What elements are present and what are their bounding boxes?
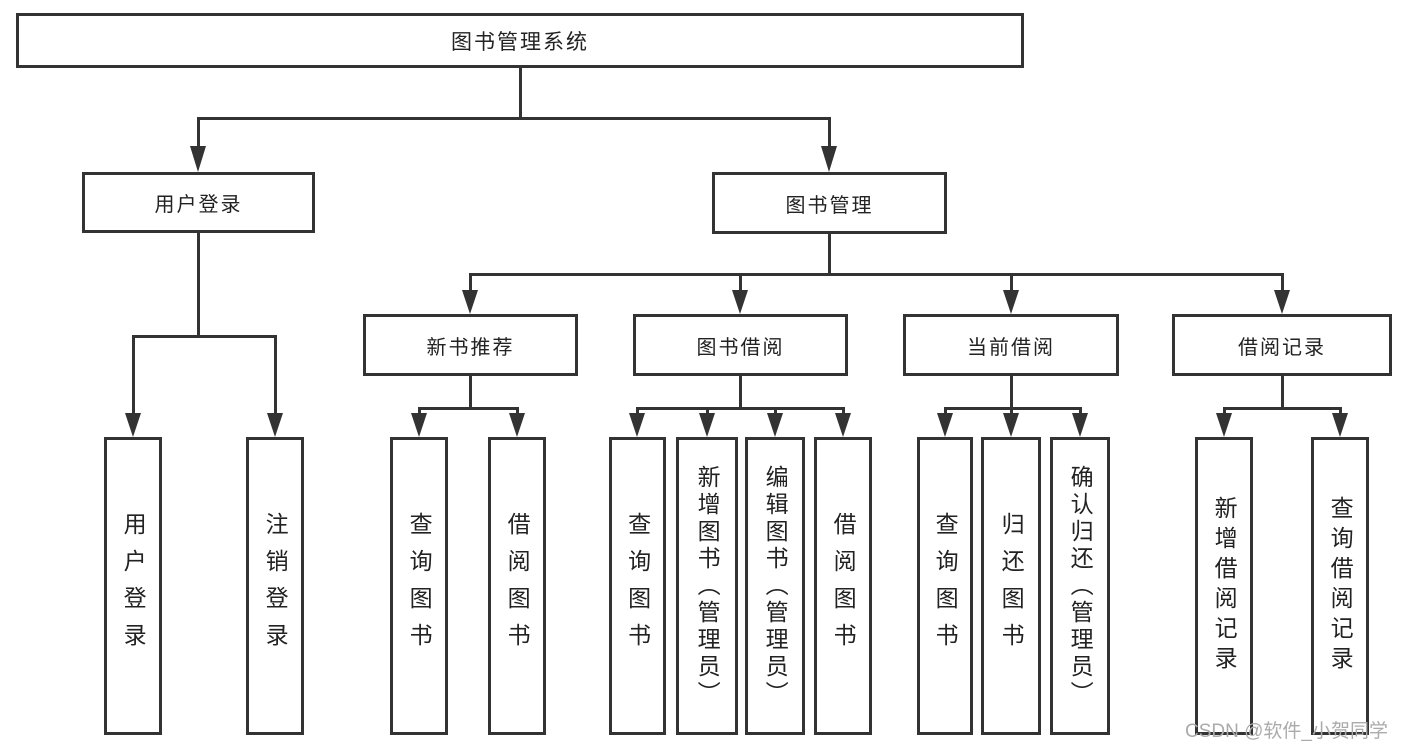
- arrow-to-leaf: [1332, 413, 1348, 437]
- arrow-to-new-book: [462, 290, 478, 314]
- arrow-to-leaf: [629, 413, 645, 437]
- arrow-to-user-login: [190, 146, 206, 172]
- connector-leaf-drop: [944, 407, 947, 415]
- connector-leaf-drop: [516, 407, 519, 415]
- connector-root-stem: [519, 66, 522, 119]
- leaf-label: 新增图书（管理员）: [694, 464, 721, 708]
- connector-drop-logout-leaf: [274, 335, 277, 415]
- leaf-edit-book-admin: 编辑图书（管理员）: [745, 437, 805, 735]
- leaf-query-books-current: 查询图书: [917, 437, 973, 735]
- leaf-label: 归还图书: [998, 512, 1025, 660]
- leaf-label: 借阅图书: [504, 512, 531, 660]
- leaf-label: 查询图书: [932, 512, 959, 660]
- connector-drop-login-leaf: [132, 335, 135, 415]
- arrow-to-leaf: [835, 413, 851, 437]
- leaf-label: 查询图书: [406, 512, 433, 660]
- arrow-to-leaf: [1072, 413, 1088, 437]
- node-user-login: 用户登录: [82, 172, 315, 233]
- arrow-to-leaf: [411, 413, 427, 437]
- connector-drop-borrow-records: [1281, 273, 1284, 293]
- connector-drop-book-borrow: [739, 273, 742, 293]
- node-new-book-recommendation: 新书推荐: [363, 314, 578, 376]
- connector-leaf-drop: [842, 407, 845, 415]
- arrow-to-book-borrow: [732, 290, 748, 314]
- connector-borrow-records-branch: [1223, 407, 1342, 410]
- leaf-label: 新增借阅记录: [1211, 496, 1238, 676]
- leaf-borrow-books: 借阅图书: [814, 437, 872, 735]
- connector-new-book-branch: [418, 407, 519, 410]
- arrow-to-leaf: [937, 413, 953, 437]
- connector-user-login-stem: [197, 231, 200, 335]
- node-book-management: 图书管理: [712, 172, 947, 234]
- leaf-label: 查询借阅记录: [1327, 496, 1354, 676]
- leaf-add-book-admin: 新增图书（管理员）: [676, 437, 738, 735]
- connector-drop-current-borrow: [1010, 273, 1013, 293]
- connector-leaf-drop: [418, 407, 421, 415]
- connector-leaf-drop: [774, 407, 777, 415]
- connector-book-borrow-branch: [636, 407, 844, 410]
- connector-leaf-drop: [1010, 407, 1013, 415]
- arrow-to-borrow-records: [1274, 290, 1290, 314]
- connector-level2-branch: [197, 117, 831, 120]
- arrow-to-book-management: [821, 146, 837, 172]
- leaf-confirm-return-admin: 确认归还（管理员）: [1050, 437, 1110, 735]
- arrow-to-leaf: [1003, 413, 1019, 437]
- connector-user-login-branch: [132, 335, 276, 338]
- leaf-label: 查询图书: [624, 512, 651, 660]
- leaf-label: 借阅图书: [830, 512, 857, 660]
- connector-leaf-drop: [1079, 407, 1082, 415]
- connector-drop-user-login: [197, 117, 200, 149]
- leaf-label: 确认归还（管理员）: [1067, 464, 1094, 708]
- leaf-query-books-borrowing: 查询图书: [609, 437, 666, 735]
- leaf-return-book: 归还图书: [981, 437, 1041, 735]
- connector-drop-book-management: [828, 117, 831, 149]
- leaf-label: 注销登录: [262, 512, 289, 660]
- leaf-add-borrow-record: 新增借阅记录: [1195, 437, 1253, 735]
- node-borrowing-records: 借阅记录: [1172, 314, 1392, 376]
- leaf-user-login: 用户登录: [104, 437, 162, 735]
- leaf-logout: 注销登录: [246, 437, 304, 735]
- leaf-query-books-recommend: 查询图书: [390, 437, 448, 735]
- leaf-borrow-books-recommend: 借阅图书: [488, 437, 546, 735]
- connector-book-management-stem: [828, 232, 831, 274]
- arrow-to-leaf: [767, 413, 783, 437]
- arrow-to-logout-leaf: [267, 413, 283, 437]
- connector-leaf-drop: [636, 407, 639, 415]
- connector-level3-branch: [469, 273, 1283, 276]
- node-current-borrowing: 当前借阅: [903, 314, 1119, 376]
- connector-borrow-records-stem: [1281, 374, 1284, 408]
- arrow-to-leaf: [699, 413, 715, 437]
- arrow-to-leaf: [509, 413, 525, 437]
- connector-current-borrow-stem: [1010, 374, 1013, 408]
- leaf-label: 编辑图书（管理员）: [762, 464, 789, 708]
- connector-leaf-drop: [1339, 407, 1342, 415]
- leaf-query-borrow-record: 查询借阅记录: [1311, 437, 1369, 735]
- connector-current-borrow-branch: [944, 407, 1082, 410]
- connector-leaf-drop: [706, 407, 709, 415]
- connector-new-book-stem: [469, 374, 472, 408]
- node-library-management-system: 图书管理系统: [16, 13, 1024, 68]
- node-book-borrowing: 图书借阅: [633, 314, 848, 376]
- arrow-to-login-leaf: [125, 413, 141, 437]
- arrow-to-leaf: [1216, 413, 1232, 437]
- arrow-to-current-borrow: [1003, 290, 1019, 314]
- leaf-label: 用户登录: [120, 512, 147, 660]
- connector-book-borrow-stem: [739, 374, 742, 408]
- connector-drop-new-book: [469, 273, 472, 293]
- connector-leaf-drop: [1223, 407, 1226, 415]
